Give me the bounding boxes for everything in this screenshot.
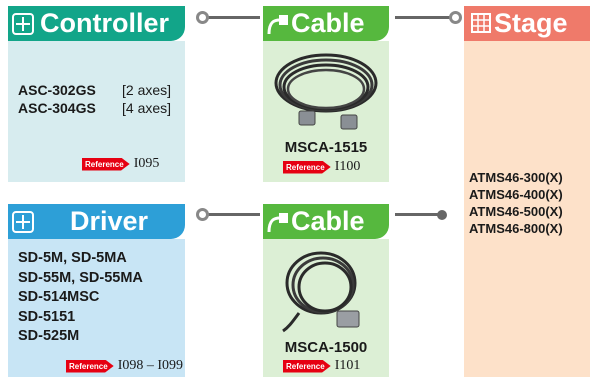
driver-header: Driver <box>8 204 185 239</box>
model-note: [4 axes] <box>122 100 172 116</box>
connector-ring-controller <box>196 11 209 24</box>
controller-panel: ASC-302GS [2 axes] ASC-304GS [4 axes] Re… <box>8 41 185 182</box>
stage-model-list: ATMS46-300(X) ATMS46-400(X) ATMS46-500(X… <box>469 169 563 237</box>
cable-top-panel: MSCA-1515 Reference I100 <box>263 41 389 182</box>
controller-header: Controller <box>8 6 185 41</box>
driver-panel: SD-5M, SD-5MA SD-55M, SD-55MA SD-514MSC … <box>8 239 185 377</box>
grid-icon <box>12 211 34 233</box>
model-name: ASC-304GS <box>18 100 96 116</box>
stage-title: Stage <box>494 8 568 38</box>
driver-reference[interactable]: Reference I098 – I099 <box>66 358 183 374</box>
cable-top-model: MSCA-1515 <box>284 139 368 156</box>
connector-line-driver-cable <box>205 213 260 216</box>
cable-icon <box>267 15 288 35</box>
stage-model: ATMS46-800(X) <box>469 221 563 236</box>
reference-page: I098 – I099 <box>117 358 184 373</box>
driver-title: Driver <box>70 206 149 236</box>
cable-bottom-title: Cable <box>291 206 365 236</box>
cable-bottom-reference[interactable]: Reference I101 <box>283 358 360 374</box>
reference-badge: Reference <box>66 359 114 373</box>
stage-icon <box>471 13 491 33</box>
controller-title: Controller <box>40 8 170 38</box>
driver-model: SD-55M, SD-55MA <box>18 269 143 286</box>
grid-icon <box>12 13 34 35</box>
coiled-cable-image <box>274 53 378 130</box>
connector-ring-stage-top <box>449 11 462 24</box>
cable-icon <box>267 213 288 233</box>
reference-page: I095 <box>133 156 160 171</box>
connector-line-cable-stage <box>395 16 455 19</box>
cable-top-reference[interactable]: Reference I100 <box>283 159 360 175</box>
controller-model-2: ASC-304GS [4 axes] <box>18 100 171 118</box>
model-name: ASC-302GS <box>18 82 96 98</box>
driver-model: SD-525M <box>18 328 80 344</box>
cable-bottom-panel: MSCA-1500 Reference I101 <box>263 239 389 377</box>
driver-model: SD-5151 <box>18 308 76 325</box>
connector-ring-driver <box>196 208 209 221</box>
stage-panel: ATMS46-300(X) ATMS46-400(X) ATMS46-500(X… <box>464 41 590 377</box>
stage-header: Stage <box>464 6 590 41</box>
controller-reference[interactable]: Reference I095 <box>82 156 159 172</box>
connector-dot-stage-bottom <box>437 210 447 220</box>
connector-line-cable2-stage <box>395 213 442 216</box>
cable-bottom-header: Cable <box>263 204 389 239</box>
stage-model: ATMS46-400(X) <box>469 187 563 202</box>
reference-badge: Reference <box>82 157 130 171</box>
driver-model: SD-514MSC <box>18 289 100 305</box>
controller-model-1: ASC-302GS [2 axes] <box>18 82 171 100</box>
driver-model: SD-5M, SD-5MA <box>18 250 127 266</box>
reference-page: I100 <box>334 159 361 174</box>
cable-top-title: Cable <box>291 8 365 38</box>
reference-page: I101 <box>334 358 361 373</box>
reference-badge: Reference <box>283 160 331 174</box>
stage-model: ATMS46-500(X) <box>469 204 563 219</box>
cable-bottom-model: MSCA-1500 <box>284 339 368 356</box>
cable-top-header: Cable <box>263 6 389 41</box>
stage-model: ATMS46-300(X) <box>469 170 563 185</box>
connector-line-controller-cable <box>205 16 260 19</box>
driver-model-list: SD-5M, SD-5MA SD-55M, SD-55MA SD-514MSC … <box>18 249 143 347</box>
coiled-cable-image <box>282 251 360 333</box>
reference-badge: Reference <box>283 359 331 373</box>
model-note: [2 axes] <box>122 82 172 98</box>
